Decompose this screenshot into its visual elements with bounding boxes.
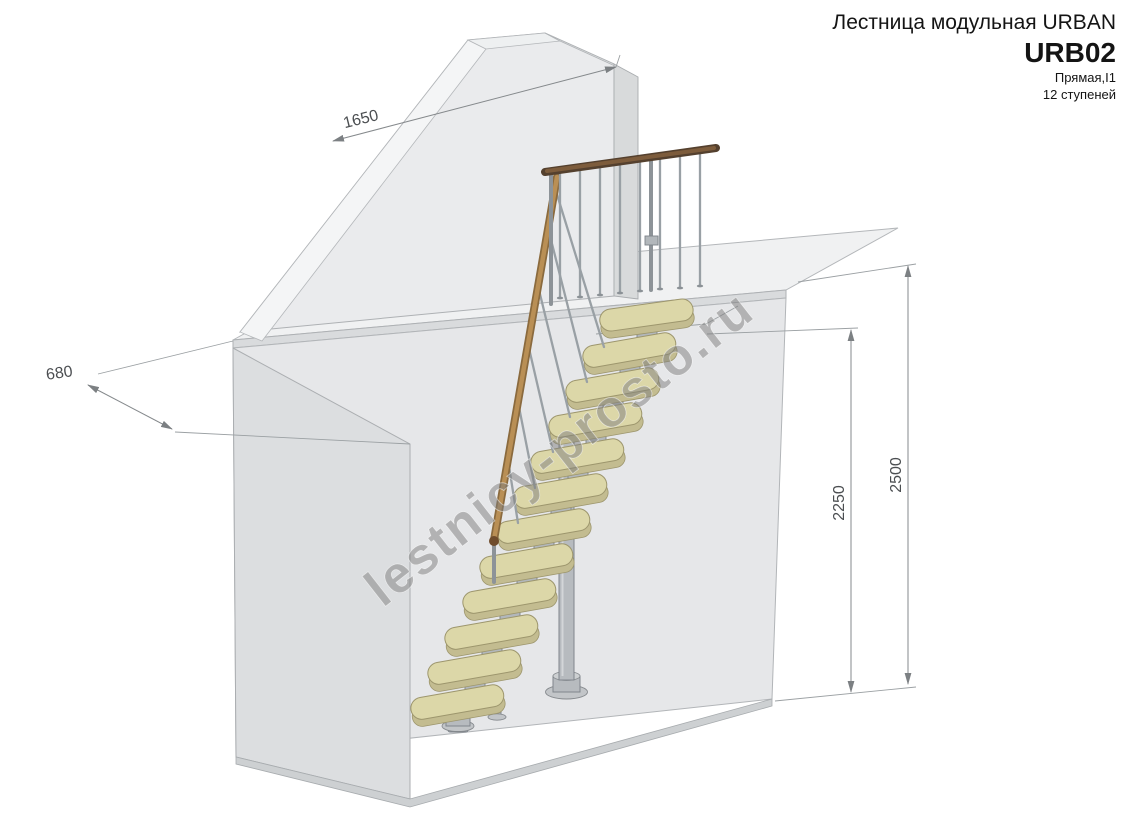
stair-tread <box>565 367 661 410</box>
stair-treads <box>410 298 695 727</box>
stair-tread <box>479 543 575 586</box>
stair-tread <box>462 578 558 621</box>
stair-tread <box>582 332 678 375</box>
platform-balusters <box>556 148 704 300</box>
stair-type: Прямая,I1 <box>1054 69 1116 85</box>
dimension-2500: 2500 <box>774 263 917 702</box>
model-code: URB02 <box>1024 37 1116 69</box>
title-block: Лестница модульная URBAN URB02 Прямая,I1… <box>832 10 1116 104</box>
dimension-label-2250: 2250 <box>831 485 848 521</box>
stair-tread-top <box>599 298 695 339</box>
dimension-label-680: 680 <box>45 363 74 384</box>
dimension-label-2500: 2500 <box>888 457 905 493</box>
dimension-label-1650: 1650 <box>342 107 381 132</box>
product-title: Лестница модульная URBAN <box>832 11 1116 34</box>
railing <box>489 144 720 584</box>
upper-wall <box>238 32 639 342</box>
step-count: 12 ступеней <box>1042 86 1116 102</box>
stair-tread <box>410 684 506 727</box>
stair-tread <box>444 614 540 657</box>
floor-slab-band <box>235 698 773 808</box>
handrail-end-cap <box>489 536 499 546</box>
dimension-2250: 2250 <box>706 327 859 693</box>
upper-wall-end-face <box>613 63 639 300</box>
stair-tread <box>530 438 626 481</box>
post-bracket <box>644 235 659 246</box>
dimension-680: 680 <box>45 340 411 445</box>
stair-tread <box>548 402 644 445</box>
stair-tread <box>427 649 523 692</box>
